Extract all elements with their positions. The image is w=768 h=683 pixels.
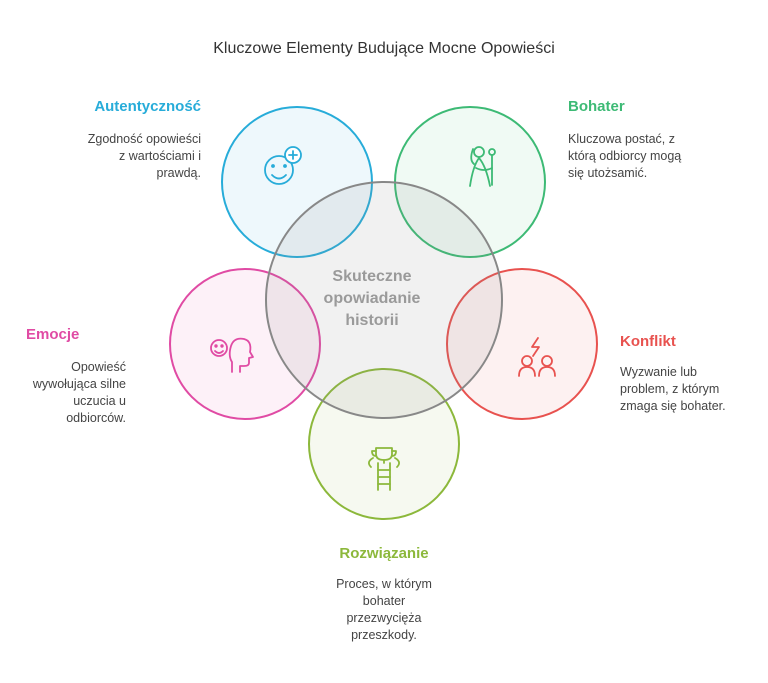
label-bohater-title: Bohater [568, 98, 625, 115]
central-label-line: Skuteczne [332, 268, 412, 285]
description-line: uczucia u [73, 394, 126, 408]
description-line: Opowieść [71, 360, 126, 374]
label-autentycznosc-title: Autentyczność [94, 98, 201, 115]
central-circle [265, 181, 503, 419]
description-line: odbiorców. [66, 411, 126, 425]
description-line: Proces, w którym [336, 577, 432, 591]
description-line: prawdą. [156, 166, 201, 180]
circle-emocje [169, 268, 321, 420]
description-line: problem, z którym [620, 382, 720, 396]
label-autentycznosc-description: Zgodność opowieści z wartościami i prawd… [88, 131, 201, 182]
description-line: Zgodność opowieści [87, 132, 201, 146]
description-line: się utożsamić. [568, 166, 648, 180]
central-label-line: historii [345, 312, 399, 329]
central-label: Skuteczne opowiadanie historii [292, 266, 452, 332]
description-line: z wartościami i [119, 149, 201, 163]
description-line: Kluczowa postać, z [568, 132, 675, 146]
ladder-trophy-icon [368, 447, 400, 491]
circle-rozwiazanie [308, 368, 460, 520]
label-konflikt-title: Konflikt [620, 333, 676, 350]
description-line: przezwycięża [346, 611, 422, 625]
label-konflikt-description: Wyzwanie lub problem, z którym zmaga się… [620, 364, 726, 415]
label-rozwiazanie-title: Rozwiązanie [339, 545, 429, 562]
label-emocje-title: Emocje [26, 326, 80, 343]
smiley-plus-icon [264, 146, 302, 185]
description-line: Wyzwanie lub [620, 365, 698, 379]
description-line: którą odbiorcy mogą [568, 149, 682, 163]
central-label-line: opowiadanie [323, 290, 421, 307]
description-line: wywołująca silne [32, 377, 126, 391]
circle-konflikt [446, 268, 598, 420]
description-line: zmaga się bohater. [620, 399, 726, 413]
label-rozwiazanie-description: Proces, w którym bohater przezwycięża pr… [304, 576, 464, 644]
label-bohater-description: Kluczowa postać, z którą odbiorcy mogą s… [568, 131, 681, 182]
label-emocje-description: Opowieść wywołująca silne uczucia u odbi… [33, 359, 126, 427]
description-line: przeszkody. [351, 628, 417, 642]
conflict-people-icon [518, 337, 556, 377]
hero-with-staff-icon [469, 146, 496, 187]
diagram-title: Kluczowe Elementy Budujące Mocne Opowieś… [213, 40, 555, 57]
emotion-head-icon [210, 337, 254, 373]
description-line: bohater [362, 594, 406, 608]
